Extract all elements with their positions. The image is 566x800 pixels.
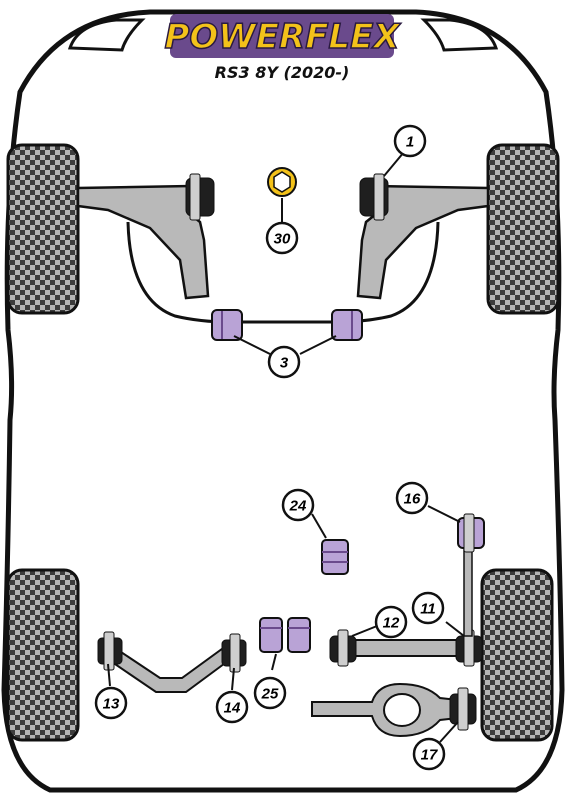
front-right-wheel <box>486 143 560 315</box>
callout-number: 11 <box>420 601 436 618</box>
callout-circle <box>412 737 446 771</box>
leader-lines <box>107 151 465 743</box>
arb-bush-left <box>211 309 243 341</box>
callout-17: 17 <box>412 737 446 771</box>
bush-24-loose <box>321 539 349 575</box>
rear-bush-16 <box>457 513 485 553</box>
callout-25: 25 <box>253 676 287 710</box>
callout-number: 13 <box>103 696 120 713</box>
front-anti-roll-bar <box>126 221 440 324</box>
callout-12: 12 <box>374 605 408 639</box>
model-subtitle: RS3 8Y (2020-) <box>215 63 350 82</box>
rear-left-wheel <box>6 568 80 742</box>
callout-circle <box>267 345 301 379</box>
front-left-wheel <box>6 143 80 315</box>
rear-bush-13 <box>97 631 123 671</box>
rear-lateral-link <box>343 639 461 657</box>
callout-circle <box>281 488 315 522</box>
bush-25-pair <box>259 617 311 653</box>
callout-circle <box>393 124 427 158</box>
callout-number: 17 <box>421 747 438 764</box>
callout-number: 25 <box>261 686 279 703</box>
callout-number: 1 <box>406 134 414 151</box>
car-body-outline <box>1 9 565 793</box>
rear-bush-17 <box>449 687 477 731</box>
rear-right-wheel <box>480 568 554 742</box>
rear-bush-14 <box>221 633 247 673</box>
callout-14: 14 <box>215 690 249 724</box>
callout-circle <box>265 221 299 255</box>
arb-bush-right <box>331 309 363 341</box>
callout-13: 13 <box>94 686 128 720</box>
callout-number: 24 <box>289 498 307 515</box>
callout-number: 12 <box>383 615 400 632</box>
callout-16: 16 <box>395 481 429 515</box>
logo-text: POWERFLEX <box>164 17 401 57</box>
callout-circle <box>395 481 429 515</box>
callout-circle <box>215 690 249 724</box>
callout-11: 11 <box>411 591 445 625</box>
callout-1: 1 <box>393 124 427 158</box>
rear-bush-11 <box>455 629 483 667</box>
callout-number: 3 <box>280 355 289 372</box>
callout-3: 3 <box>267 345 301 379</box>
callout-circle <box>94 686 128 720</box>
front-left-bush <box>185 173 215 221</box>
callout-number: 30 <box>274 231 291 248</box>
callout-circle <box>374 605 408 639</box>
rear-bush-12 <box>329 629 357 667</box>
bush-30-insert <box>267 167 297 197</box>
callout-circle <box>253 676 287 710</box>
callout-number: 14 <box>224 700 241 717</box>
callout-30: 30 <box>265 221 299 255</box>
callout-24: 24 <box>281 488 315 522</box>
front-right-bush <box>359 173 389 221</box>
powerflex-logo: POWERFLEX <box>164 14 402 58</box>
callout-circle <box>411 591 445 625</box>
callout-number: 16 <box>404 491 421 508</box>
